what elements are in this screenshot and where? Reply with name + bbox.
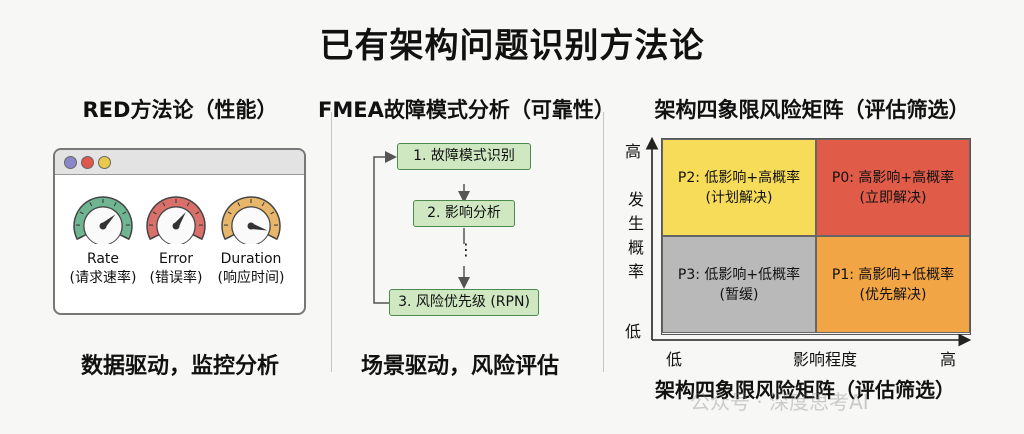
gauge-desc: (响应时间) <box>217 270 285 286</box>
fmea-flow-arrows <box>373 151 470 304</box>
gauge-needle <box>250 223 268 231</box>
red-section-title: RED方法论（性能） <box>82 98 278 122</box>
gauge-dial-icon <box>221 196 281 244</box>
gauge-name: Error <box>158 251 194 267</box>
cell-p0-line1: P0: 高影响+高概率 <box>831 169 955 186</box>
cell-p2: P2: 低影响+高概率 (计划解决) <box>662 139 816 236</box>
cell-p2-line2: (计划解决) <box>705 189 773 206</box>
divider-right <box>603 112 604 372</box>
red-footer: 数据驱动，监控分析 <box>80 354 279 379</box>
page-title: 已有架构问题识别方法论 <box>319 26 705 66</box>
cell-p3: P3: 低影响+低概率 (暂缓) <box>662 236 816 333</box>
gauge-desc: (错误率) <box>149 270 203 286</box>
window-dot-red-icon <box>81 156 94 169</box>
x-axis-high: 高 <box>940 350 957 369</box>
x-axis-label: 影响程度 <box>792 350 857 369</box>
gauge-label: Rate (请求速率) <box>67 250 139 288</box>
divider-left <box>331 112 332 372</box>
fmea-ellipsis: ⋮ <box>458 240 474 259</box>
y-axis-label: 发生概率 <box>627 190 644 281</box>
gauge-dial-icon <box>73 196 133 244</box>
watermark: 公众号 · 深度思考AI <box>690 390 869 414</box>
gauge-name: Duration <box>220 251 282 267</box>
gauge-duration: Duration (响应时间) <box>215 192 287 288</box>
cell-p0-line2: (立即解决) <box>859 189 927 206</box>
fmea-step-2: 2. 影响分析 <box>413 200 515 227</box>
cell-p2-line1: P2: 低影响+高概率 <box>677 169 801 186</box>
fmea-footer: 场景驱动，风险评估 <box>360 354 559 379</box>
cell-p0: P0: 高影响+高概率 (立即解决) <box>816 139 970 236</box>
fmea-section-title: FMEA故障模式分析（可靠性） <box>318 98 615 122</box>
y-axis-high: 高 <box>625 142 642 161</box>
x-axis-low: 低 <box>666 350 683 369</box>
gauge-label: Error (错误率) <box>140 250 212 288</box>
window-title-bar <box>55 150 304 175</box>
gauge-label: Duration (响应时间) <box>215 250 287 288</box>
matrix-section-title: 架构四象限风险矩阵（评估筛选） <box>654 98 970 122</box>
window-dot-yellow-icon <box>98 156 111 169</box>
gauge-name: Rate <box>86 251 120 267</box>
gauge-error: Error (错误率) <box>140 192 212 288</box>
window-dot-purple-icon <box>64 156 77 169</box>
cell-p1-line2: (优先解决) <box>859 286 927 303</box>
y-axis-low: 低 <box>625 322 642 341</box>
gauge-desc: (请求速率) <box>69 270 137 286</box>
cell-p1: P1: 高影响+低概率 (优先解决) <box>816 236 970 333</box>
cell-p3-line2: (暂缓) <box>719 286 759 303</box>
fmea-step-1: 1. 故障模式识别 <box>397 143 531 170</box>
cell-p1-line1: P1: 高影响+低概率 <box>831 266 955 283</box>
risk-matrix: P2: 低影响+高概率 (计划解决) P0: 高影响+高概率 (立即解决) P3… <box>661 138 971 335</box>
matrix-footer: 架构四象限风险矩阵（评估筛选） <box>655 378 955 402</box>
gauge-rate: Rate (请求速率) <box>67 192 139 288</box>
cell-p3-line1: P3: 低影响+低概率 <box>677 266 801 283</box>
gauge-dial-icon <box>146 196 206 244</box>
fmea-step-3: 3. 风险优先级 (RPN) <box>389 289 539 316</box>
